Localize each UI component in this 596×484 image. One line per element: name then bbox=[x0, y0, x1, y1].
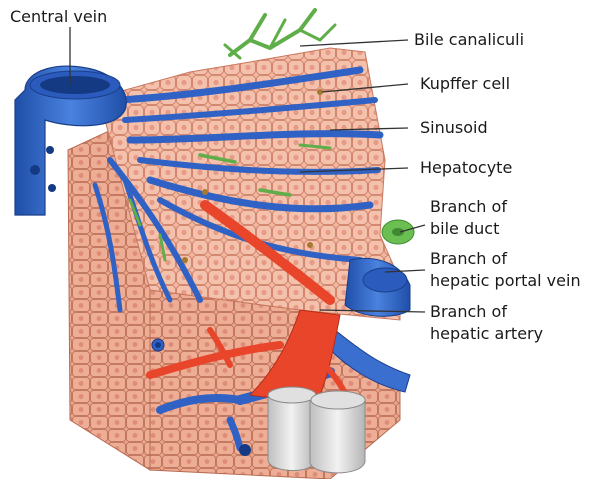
label-portal-vein-line2: hepatic portal vein bbox=[430, 270, 581, 292]
label-bile-canaliculi: Bile canaliculi bbox=[414, 29, 524, 51]
label-sinusoid: Sinusoid bbox=[420, 117, 488, 139]
label-hepatic-artery-line2: hepatic artery bbox=[430, 323, 543, 345]
label-hepatocyte: Hepatocyte bbox=[420, 157, 512, 179]
bile-duct-branch bbox=[382, 220, 414, 244]
tube-stumps bbox=[268, 387, 365, 473]
label-hepatic-artery-line1: Branch of bbox=[430, 301, 507, 323]
label-central-vein: Central vein bbox=[10, 6, 107, 28]
label-bile-duct-line1: Branch of bbox=[430, 196, 507, 218]
label-kupffer-cell: Kupffer cell bbox=[420, 73, 510, 95]
label-bile-duct-line2: bile duct bbox=[430, 218, 499, 240]
label-portal-vein-line1: Branch of bbox=[430, 248, 507, 270]
leader-bile-canaliculi bbox=[300, 40, 408, 46]
